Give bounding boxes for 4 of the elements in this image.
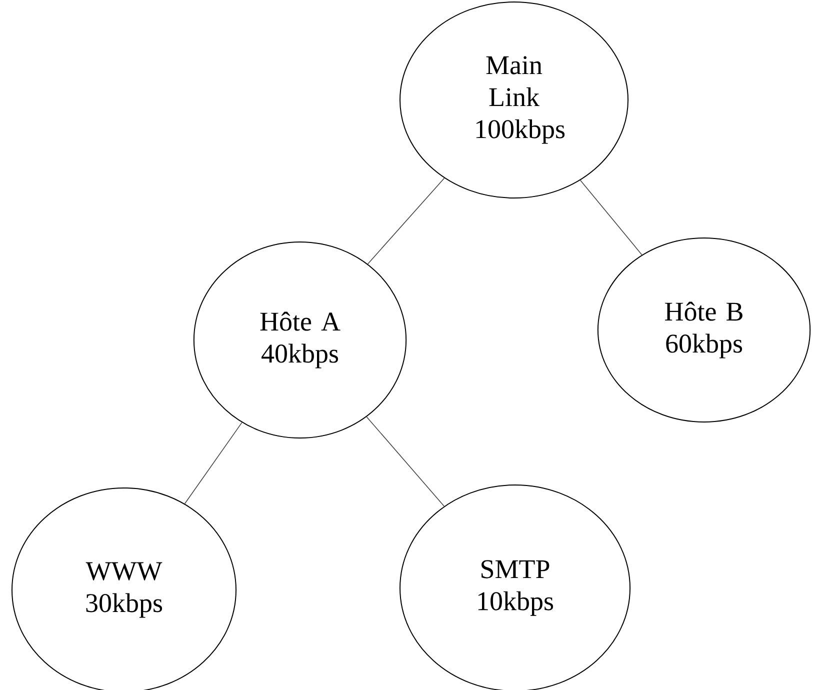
connector-line <box>366 416 445 507</box>
connector-line <box>580 180 642 256</box>
connector-line <box>184 422 242 504</box>
connector-line <box>367 178 445 264</box>
